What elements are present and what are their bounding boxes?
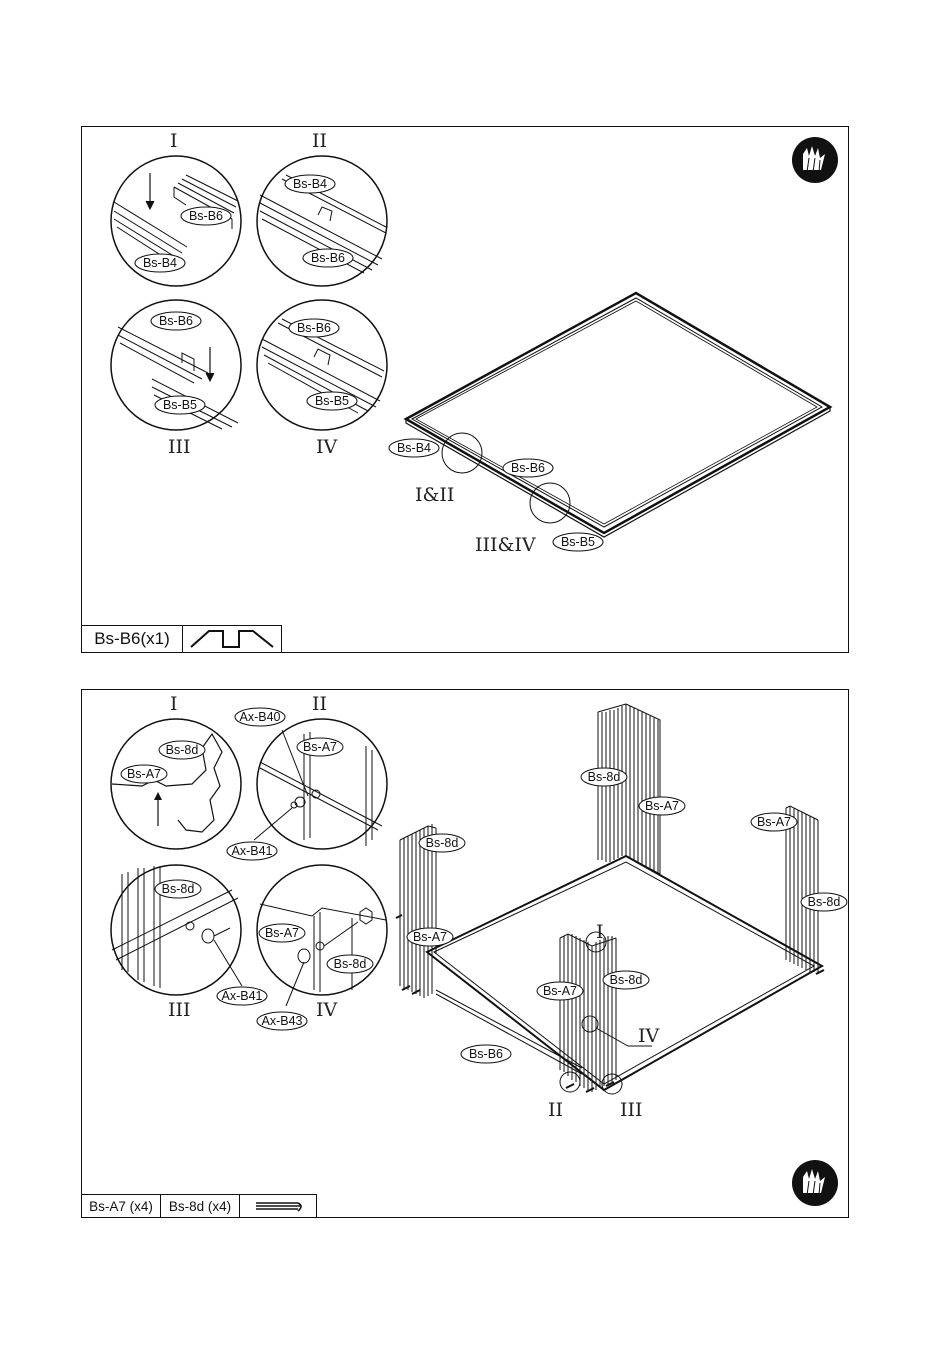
detail-ii-label-3: Ax-B41 xyxy=(232,844,273,858)
assembly-step-wall-panels: I Bs-8d Bs-A7 II Ax-B40 Bs-A7 Ax-B41 xyxy=(81,689,849,1218)
floor-frame-drawing xyxy=(406,293,830,537)
callout-i: I xyxy=(596,921,604,943)
detail-iii: Bs-B6 Bs-B5 III xyxy=(111,300,241,458)
assembly-step-floor-frame: I Bs-B6 Bs-B4 II Bs-B4 Bs-B6 Bs-B6 Bs-B5 xyxy=(81,126,849,653)
callout-ii: II xyxy=(548,1099,563,1121)
main-label-b6: Bs-B6 xyxy=(469,1047,503,1061)
main-label-front-8d: Bs-8d xyxy=(610,973,643,987)
detail-i-label-2: Bs-A7 xyxy=(127,767,161,781)
main-label-back-a7: Bs-A7 xyxy=(645,799,679,813)
part-bs-8d: Bs-8d (x4) xyxy=(161,1195,240,1217)
main-label-right-8d: Bs-8d xyxy=(808,895,841,909)
panel1-drawing: I Bs-B6 Bs-B4 II Bs-B4 Bs-B6 Bs-B6 Bs-B5 xyxy=(82,127,850,654)
detail-iii-label-1: Bs-8d xyxy=(162,882,195,896)
main-label-right-a7: Bs-A7 xyxy=(757,815,791,829)
wall-assembly-drawing xyxy=(396,704,824,1094)
detail-iv-label-2: Bs-B5 xyxy=(315,394,349,408)
main-label-b5: Bs-B5 xyxy=(561,535,595,549)
detail-ii-label-2: Bs-B6 xyxy=(311,251,345,265)
callout-iii: III xyxy=(620,1099,643,1121)
detail-iv-roman: IV xyxy=(316,436,338,458)
detail-iii-roman: III xyxy=(168,436,191,458)
panel2-drawing: I Bs-8d Bs-A7 II Ax-B40 Bs-A7 Ax-B41 xyxy=(82,690,850,1219)
detail-iv-label-1: Bs-A7 xyxy=(265,926,299,940)
detail-iii-label-1: Bs-B6 xyxy=(159,314,193,328)
part-bs-b6: Bs-B6(x1) xyxy=(82,626,183,652)
panel-profile-icon xyxy=(240,1195,316,1217)
main-label-left-a7: Bs-A7 xyxy=(413,930,447,944)
detail-i: I Bs-8d Bs-A7 xyxy=(111,693,241,849)
detail-iii-label-2: Bs-B5 xyxy=(163,398,197,412)
profile-icon xyxy=(183,626,281,652)
callout-iv: IV xyxy=(638,1025,660,1047)
detail-ii-label-2: Bs-A7 xyxy=(303,740,337,754)
detail-iv-roman: IV xyxy=(316,999,338,1021)
main-label-front-a7: Bs-A7 xyxy=(543,984,577,998)
detail-iii: Bs-8d Ax-B41 III xyxy=(111,865,267,1021)
detail-iv-label-2: Bs-8d xyxy=(334,957,367,971)
gloves-icon xyxy=(792,1160,838,1206)
main-label-b6: Bs-B6 xyxy=(511,461,545,475)
detail-ii-roman: II xyxy=(312,693,327,715)
detail-i-label-2: Bs-B4 xyxy=(143,256,177,270)
detail-ii-label-1: Ax-B40 xyxy=(240,710,281,724)
detail-i-label-1: Bs-8d xyxy=(166,743,199,757)
callout-iii-iv: III&IV xyxy=(475,534,536,556)
detail-iv-label-3: Ax-B43 xyxy=(262,1014,303,1028)
detail-ii: II Ax-B40 Bs-A7 Ax-B41 xyxy=(227,693,387,860)
detail-iii-label-2: Ax-B41 xyxy=(222,989,263,1003)
detail-iii-roman: III xyxy=(168,999,191,1021)
detail-i-label-1: Bs-B6 xyxy=(189,209,223,223)
main-label-left-8d: Bs-8d xyxy=(426,836,459,850)
main-label-back-8d: Bs-8d xyxy=(588,770,621,784)
detail-i-roman: I xyxy=(170,130,178,152)
detail-i-roman: I xyxy=(170,693,178,715)
parts-list: Bs-B6(x1) xyxy=(82,625,282,652)
parts-list: Bs-A7 (x4) Bs-8d (x4) xyxy=(82,1194,317,1217)
callout-i-ii: I&II xyxy=(415,484,454,506)
detail-iv-label-1: Bs-B6 xyxy=(297,321,331,335)
detail-ii-roman: II xyxy=(312,130,327,152)
detail-ii-label-1: Bs-B4 xyxy=(293,177,327,191)
detail-iv: Bs-A7 Bs-8d Ax-B43 IV xyxy=(257,865,387,1030)
part-bs-a7: Bs-A7 (x4) xyxy=(82,1195,161,1217)
main-label-b4: Bs-B4 xyxy=(397,441,431,455)
gloves-icon xyxy=(792,137,838,183)
detail-i: I Bs-B6 Bs-B4 xyxy=(111,130,241,286)
detail-iv: Bs-B6 Bs-B5 IV xyxy=(257,300,387,458)
detail-ii: II Bs-B4 Bs-B6 xyxy=(257,130,387,286)
